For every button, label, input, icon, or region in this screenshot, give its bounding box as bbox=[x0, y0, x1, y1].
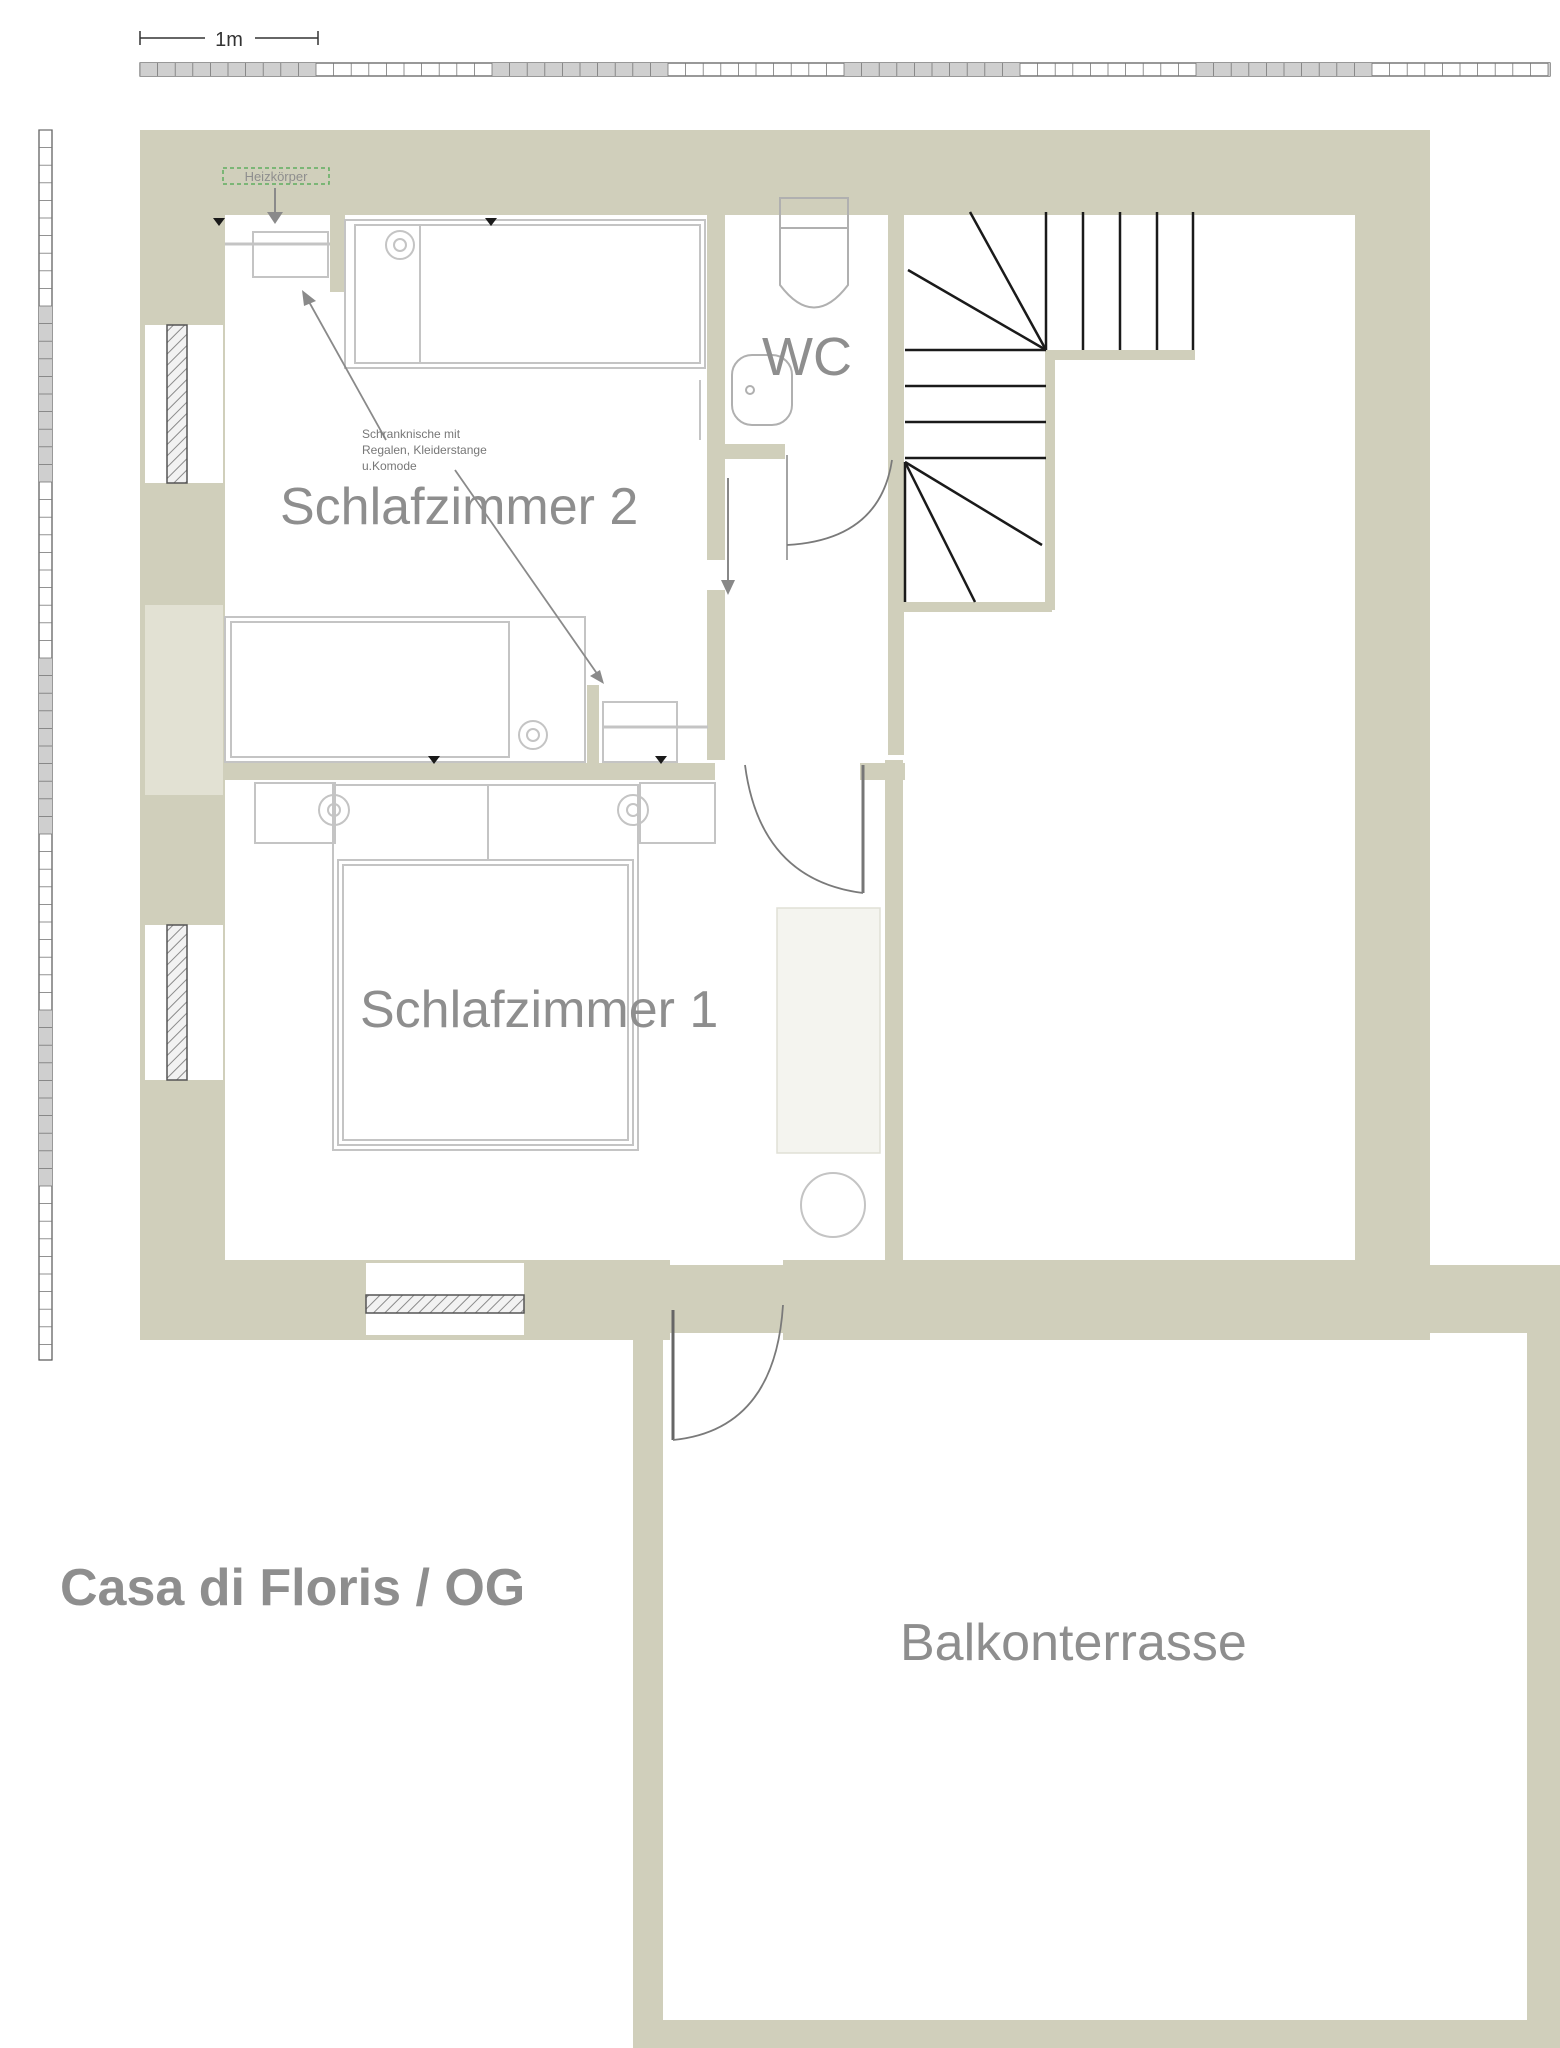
staircase bbox=[903, 211, 1195, 603]
room-label-bedroom2: Schlafzimmer 2 bbox=[280, 478, 638, 536]
radiator bbox=[222, 167, 330, 185]
plan-title: Casa di Floris / OG bbox=[60, 1559, 525, 1617]
double-bed bbox=[332, 784, 639, 1151]
room-label-terrace: Balkonterrasse bbox=[900, 1614, 1247, 1672]
wall-markers bbox=[213, 218, 667, 764]
wardrobe-note-line3: u.Komode bbox=[362, 459, 417, 473]
radiator-label: Heizkörper bbox=[245, 169, 309, 184]
wardrobe-note-line2: Regalen, Kleiderstange bbox=[362, 443, 487, 457]
wardrobe-note-line1: Schranknische mit bbox=[362, 427, 461, 441]
bed-upper bbox=[344, 219, 706, 369]
room-label-bedroom1: Schlafzimmer 1 bbox=[360, 981, 718, 1039]
horizontal-ruler bbox=[139, 62, 1551, 77]
room-label-wc: WC bbox=[762, 327, 852, 387]
annotation-arrows bbox=[302, 290, 604, 684]
vertical-ruler bbox=[38, 129, 53, 1361]
scale-bar: 1m bbox=[139, 29, 1551, 77]
window-recesses bbox=[145, 324, 881, 1335]
bed-lower bbox=[224, 616, 586, 763]
round-table bbox=[800, 1172, 866, 1238]
furniture bbox=[222, 167, 866, 1238]
doors bbox=[671, 455, 893, 1441]
scale-label: 1m bbox=[215, 29, 243, 51]
